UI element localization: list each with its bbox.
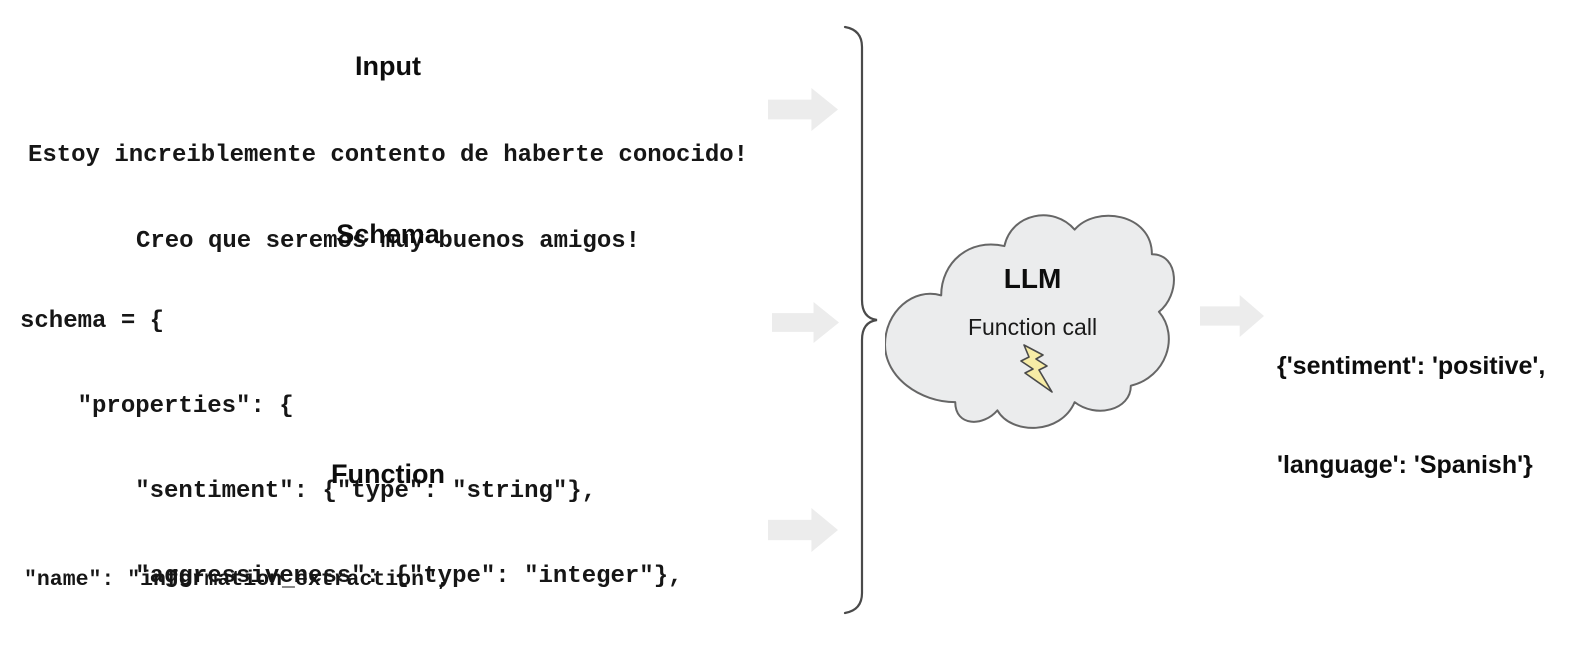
output-arrow-icon (1200, 295, 1264, 337)
input-line: Creo que seremos muy buenos amigos! (135, 227, 641, 255)
output-line: 'language': 'Spanish'} (1277, 451, 1533, 479)
input-arrow-icon (768, 88, 838, 131)
schema-code-block: schema = { "properties": { "sentiment": … (20, 251, 683, 647)
function-code-block: "name": "information_extraction", "descr… (24, 488, 747, 647)
schema-arrow-icon (772, 302, 839, 343)
grouping-brace (843, 25, 878, 615)
code-line: "name": "information_extraction", (24, 567, 450, 592)
function-arrow-icon (768, 508, 838, 552)
function-call-label: Function call (967, 314, 1098, 340)
input-heading: Input (355, 51, 421, 81)
code-line: "sentiment": {"type": "string"}, (20, 478, 597, 506)
llm-cloud: LLM Function call (885, 205, 1180, 435)
cloud-shape-icon (885, 205, 1180, 435)
schema-heading: Schema (336, 219, 440, 249)
code-line: schema = { (20, 307, 165, 335)
llm-label: LLM (1003, 263, 1062, 294)
output-result-text: {'sentiment': 'positive', 'language': 'S… (1277, 284, 1545, 548)
lightning-bolt-icon (1020, 344, 1053, 393)
function-heading: Function (331, 459, 445, 489)
code-line: "properties": { (20, 393, 294, 421)
code-line: "aggressiveness": {"type": "integer"}, (20, 563, 683, 591)
output-line: {'sentiment': 'positive', (1277, 352, 1546, 380)
input-line: Estoy increiblemente contento de haberte… (27, 142, 749, 169)
input-text-block: Estoy increiblemente contento de haberte… (8, 85, 768, 313)
